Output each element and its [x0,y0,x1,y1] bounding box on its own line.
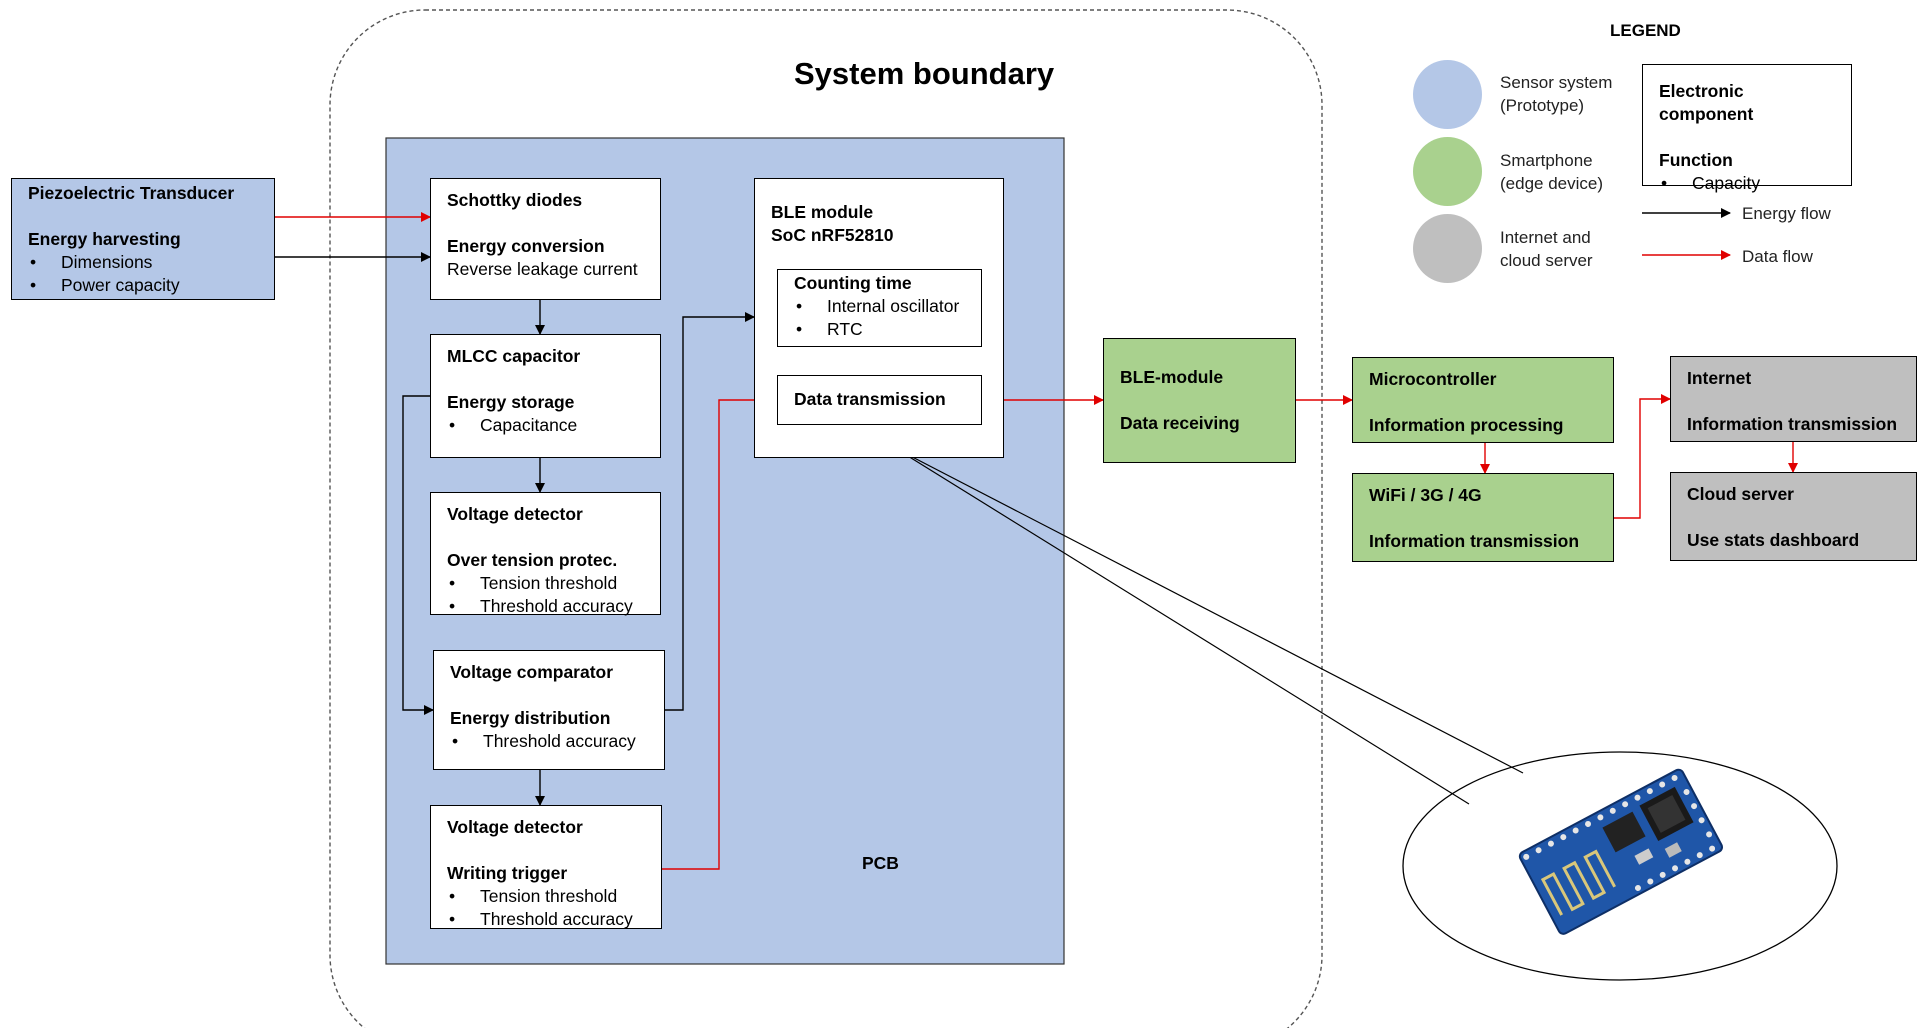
vcomp-function: Energy distribution [450,708,611,728]
legend-component-title: Electronic component [1659,81,1754,124]
legend-component-function: Function [1659,150,1733,170]
mlcc-capacitor-box: MLCC capacitor Energy storage Capacitanc… [430,334,661,458]
vdet2-title: Voltage detector [447,817,583,837]
vdet1-bullet-accuracy: Threshold accuracy [447,595,644,618]
counting-title: Counting time [794,273,912,293]
piezo-function: Energy harvesting [28,229,181,249]
data-transmission-label: Data transmission [794,389,946,409]
cloud-title: Cloud server [1687,484,1794,504]
vdet2-bullet-threshold: Tension threshold [447,885,645,908]
wifi-box: WiFi / 3G / 4G Information transmission [1352,473,1614,562]
vdet1-function: Over tension protec. [447,550,618,570]
internet-function: Information transmission [1687,414,1898,434]
mlcc-bullet-capacitance: Capacitance [447,414,644,437]
piezo-transducer-box: Piezoelectric Transducer Energy harvesti… [11,178,275,300]
voltage-detector-trigger-box: Voltage detector Writing trigger Tension… [430,805,662,931]
wifi-function: Information transmission [1369,531,1580,551]
piezo-bullet-dimensions: Dimensions [28,251,258,274]
piezo-bullet-power: Power capacity [28,274,258,297]
schottky-title: Schottky diodes [447,190,583,210]
counting-bullet-rtc: RTC [794,318,965,341]
system-boundary-outline [329,9,1323,1028]
legend-component-box: Electronic component Function Capacity [1642,64,1852,195]
vcomp-title: Voltage comparator [450,662,614,682]
microcontroller-box: Microcontroller Information processing [1352,357,1614,443]
legend-sensor-swatch [1413,60,1482,129]
voltage-detector-protection-box: Voltage detector Over tension protec. Te… [430,492,661,618]
legend-cloud-swatch [1413,214,1482,283]
mlcc-title: MLCC capacitor [447,346,581,366]
legend-smartphone-swatch [1413,137,1482,206]
legend-cloud-label: Internet and cloud server [1500,228,1593,270]
legend-component-bullet: Capacity [1659,172,1835,195]
ble-module-photo [1518,768,1724,935]
internet-title: Internet [1687,368,1752,388]
ble-title-line1: BLE module [771,202,874,222]
piezo-title: Piezoelectric Transducer [28,183,235,203]
mlcc-function: Energy storage [447,392,575,412]
cloud-server-box: Cloud server Use stats dashboard [1670,472,1917,561]
microcontroller-function: Information processing [1369,415,1564,435]
counting-bullet-oscillator: Internal oscillator [794,295,965,318]
phone-ble-module-box: BLE-module Data receiving [1103,338,1296,463]
schottky-diodes-box: Schottky diodes Energy conversion Revers… [430,178,661,300]
vdet2-function: Writing trigger [447,863,568,883]
wifi-title: WiFi / 3G / 4G [1369,485,1482,505]
vcomp-bullet-accuracy: Threshold accuracy [450,730,648,753]
vdet1-bullet-threshold: Tension threshold [447,572,644,595]
legend-smartphone-label: Smartphone (edge device) [1500,151,1604,193]
legend-sensor-label: Sensor system (Prototype) [1500,73,1613,115]
legend-energy-flow-label: Energy flow [1742,204,1831,223]
data-transmission-box: Data transmission [777,375,982,425]
schottky-detail: Reverse leakage current [447,259,638,279]
microcontroller-title: Microcontroller [1369,369,1497,389]
vdet1-title: Voltage detector [447,504,583,524]
cloud-function: Use stats dashboard [1687,530,1860,550]
counting-time-box: Counting time Internal oscillator RTC [777,269,982,347]
phone-ble-title: BLE-module [1120,367,1224,387]
internet-box: Internet Information transmission [1670,356,1917,442]
schottky-function: Energy conversion [447,236,605,256]
phone-ble-function: Data receiving [1120,413,1240,433]
voltage-comparator-box: Voltage comparator Energy distribution T… [433,650,665,770]
vdet2-bullet-accuracy: Threshold accuracy [447,908,645,931]
pcb-label: PCB [862,853,899,873]
system-boundary-title: System boundary [794,56,1055,91]
legend-title: LEGEND [1610,21,1681,40]
legend-data-flow-label: Data flow [1742,247,1813,266]
ble-title-line2: SoC nRF52810 [771,225,894,245]
